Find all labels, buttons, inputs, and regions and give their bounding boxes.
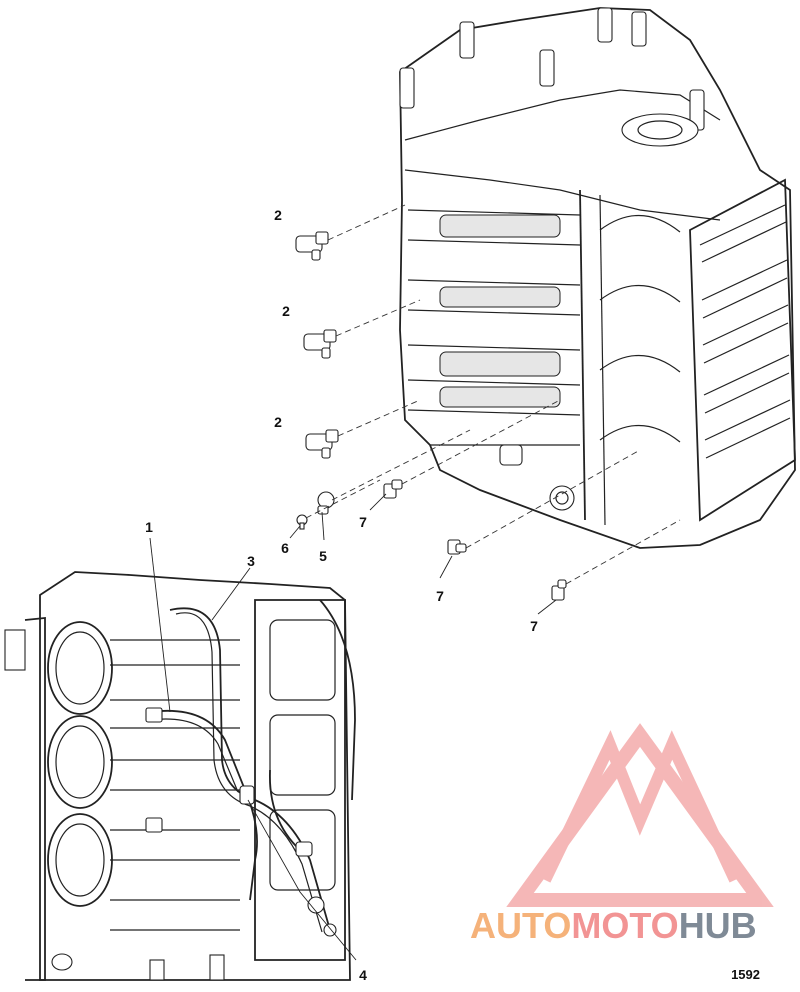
hose-assembly: [149, 599, 356, 933]
leader-lines: [149, 493, 557, 961]
callout-7-middle: 7: [436, 588, 444, 604]
callout-7-right: 7: [530, 618, 538, 634]
upper-cylinder-block: [399, 7, 796, 549]
callout-3: 3: [247, 553, 255, 569]
fitting-2b: [303, 329, 337, 359]
callout-2-middle: 2: [282, 303, 290, 319]
fitting-2c: [305, 429, 339, 459]
assembly-lines: [305, 204, 681, 585]
callout-7-left: 7: [359, 514, 367, 530]
watermark-text: AUTOMOTOHUB: [470, 905, 757, 947]
callout-6: 6: [281, 540, 289, 556]
fitting-7a: [383, 479, 403, 499]
callout-2-upper: 2: [274, 207, 282, 223]
watermark-auto: AUTO: [470, 905, 572, 946]
watermark-logo: [506, 723, 774, 907]
watermark-hub: HUB: [678, 905, 757, 946]
exhaust-port-grille: [689, 178, 796, 522]
callout-1: 1: [145, 519, 153, 535]
fitting-7c: [551, 579, 567, 601]
callout-5: 5: [319, 548, 327, 564]
clamp-5: [317, 491, 335, 515]
fitting-2a: [295, 231, 329, 261]
callout-2-lower: 2: [274, 414, 282, 430]
watermark-moto: MOTO: [571, 905, 679, 946]
screw-6: [296, 514, 308, 530]
lower-cylinder-block: [4, 571, 356, 981]
fitting-7b: [447, 539, 467, 555]
figure-number: 1592: [731, 967, 760, 982]
callout-4: 4: [359, 967, 367, 983]
